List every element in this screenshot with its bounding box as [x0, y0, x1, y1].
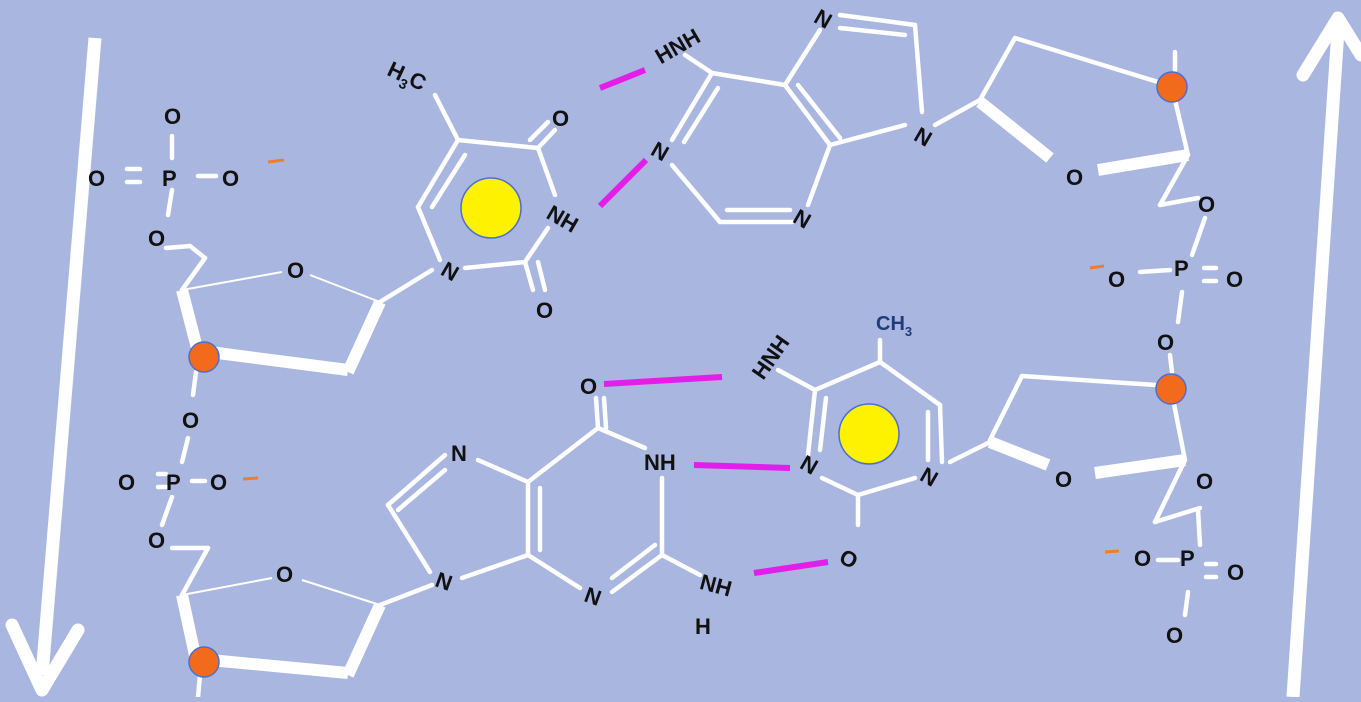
atom-o: O: [536, 298, 553, 323]
atom-o: O: [1108, 267, 1125, 292]
negative-charge: [1089, 264, 1105, 270]
atom-o: O: [287, 258, 304, 283]
atom-p: P: [162, 166, 177, 191]
thymine-base: H3C O NH N O: [382, 56, 583, 323]
hydrogen-bond: [603, 374, 723, 387]
atom-o: O: [164, 104, 181, 129]
atom-methyl-h3c: H3C: [382, 56, 430, 99]
atom-nh: NH: [697, 569, 734, 601]
atom-n: N: [796, 450, 822, 480]
atom-o: O: [148, 226, 165, 251]
atom-o: O: [1157, 330, 1174, 355]
atom-n: N: [432, 567, 455, 596]
atom-nh: NH: [644, 450, 676, 475]
atom-n: N: [451, 441, 467, 466]
atom-o: O: [118, 470, 135, 495]
left-backbone: O P O O O O O P O O O O: [88, 104, 435, 700]
phosphate-marker: [1155, 373, 1187, 405]
hydrogen-bond: [753, 559, 829, 576]
phosphate-marker: [188, 646, 220, 678]
atom-o: O: [1066, 165, 1083, 190]
hydrogen-bonds: [597, 67, 829, 576]
atom-n: N: [810, 4, 836, 34]
left-strand-arrow: [5, 37, 102, 697]
atom-o: O: [222, 166, 239, 191]
atom-p: P: [166, 470, 181, 495]
atom-o: O: [1055, 467, 1072, 492]
atom-o: O: [88, 166, 105, 191]
atom-o: O: [182, 408, 199, 433]
atom-n: N: [789, 204, 815, 234]
right-strand-arrow: [1286, 11, 1361, 698]
atom-o: O: [1227, 560, 1244, 585]
right-backbone: O O O P O O O O O P O O: [947, 35, 1244, 648]
atom-o: O: [1196, 469, 1213, 494]
negative-charge: [267, 158, 285, 164]
hydrogen-bond: [598, 67, 647, 91]
hydrogen-bond: [597, 157, 649, 209]
atom-o: O: [1166, 623, 1183, 648]
cytosine-base: CH3 HNH N N O: [747, 313, 945, 574]
atom-o: O: [210, 470, 227, 495]
phosphate-marker: [1156, 71, 1188, 103]
phosphate-marker: [188, 341, 220, 373]
atom-o: O: [1198, 192, 1215, 217]
atom-n: N: [910, 122, 936, 152]
atom-n: N: [916, 462, 942, 492]
atom-o: O: [148, 528, 165, 553]
atom-o: O: [1226, 267, 1243, 292]
negative-charge: [242, 476, 259, 481]
atom-o: O: [276, 562, 293, 587]
atom-methyl-ch3: CH3: [876, 313, 912, 339]
atom-n: N: [581, 582, 604, 611]
base-ring-marker: [838, 403, 900, 465]
atom-o: O: [552, 106, 569, 131]
atom-n: N: [647, 137, 673, 167]
atom-o: O: [580, 374, 597, 399]
base-ring-marker: [460, 177, 522, 239]
atom-o: O: [836, 544, 862, 574]
atom-nh: NH: [543, 200, 583, 238]
hydrogen-bond: [693, 462, 791, 471]
negative-charge: [1104, 549, 1120, 554]
atom-p: P: [1174, 256, 1189, 281]
atom-o: O: [1134, 546, 1151, 571]
guanine-base: O NH N N N NH H: [385, 374, 734, 639]
atom-p: P: [1180, 546, 1195, 571]
adenine-base: HNH N N N N: [647, 4, 983, 234]
atom-h: H: [695, 614, 711, 639]
